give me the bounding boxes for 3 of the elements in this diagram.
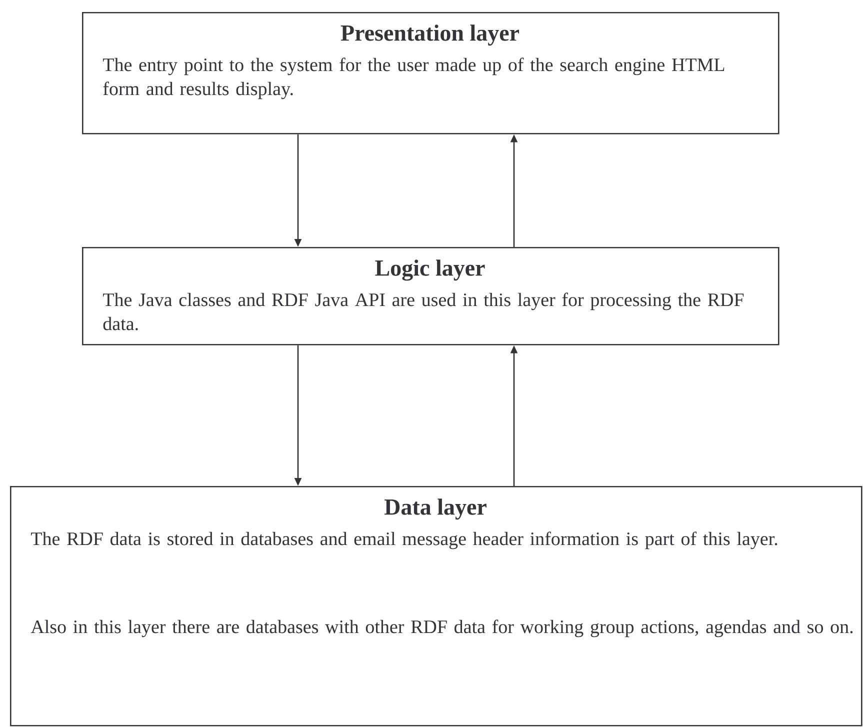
layer-box: Data layer The RDF data is stored in databases and email message header information is part of this layer. Also in this layer there are databases with other RDF data for working group actions, agendas and so on. [10,486,862,726]
layer-box: Logic layer The Java classes and RDF Java API are used in this layer for processing the RDF data. [82,247,780,346]
layer-box: Presentation layer The entry point to the system for the user made up of the search engine HTML form and results display. [82,12,780,134]
